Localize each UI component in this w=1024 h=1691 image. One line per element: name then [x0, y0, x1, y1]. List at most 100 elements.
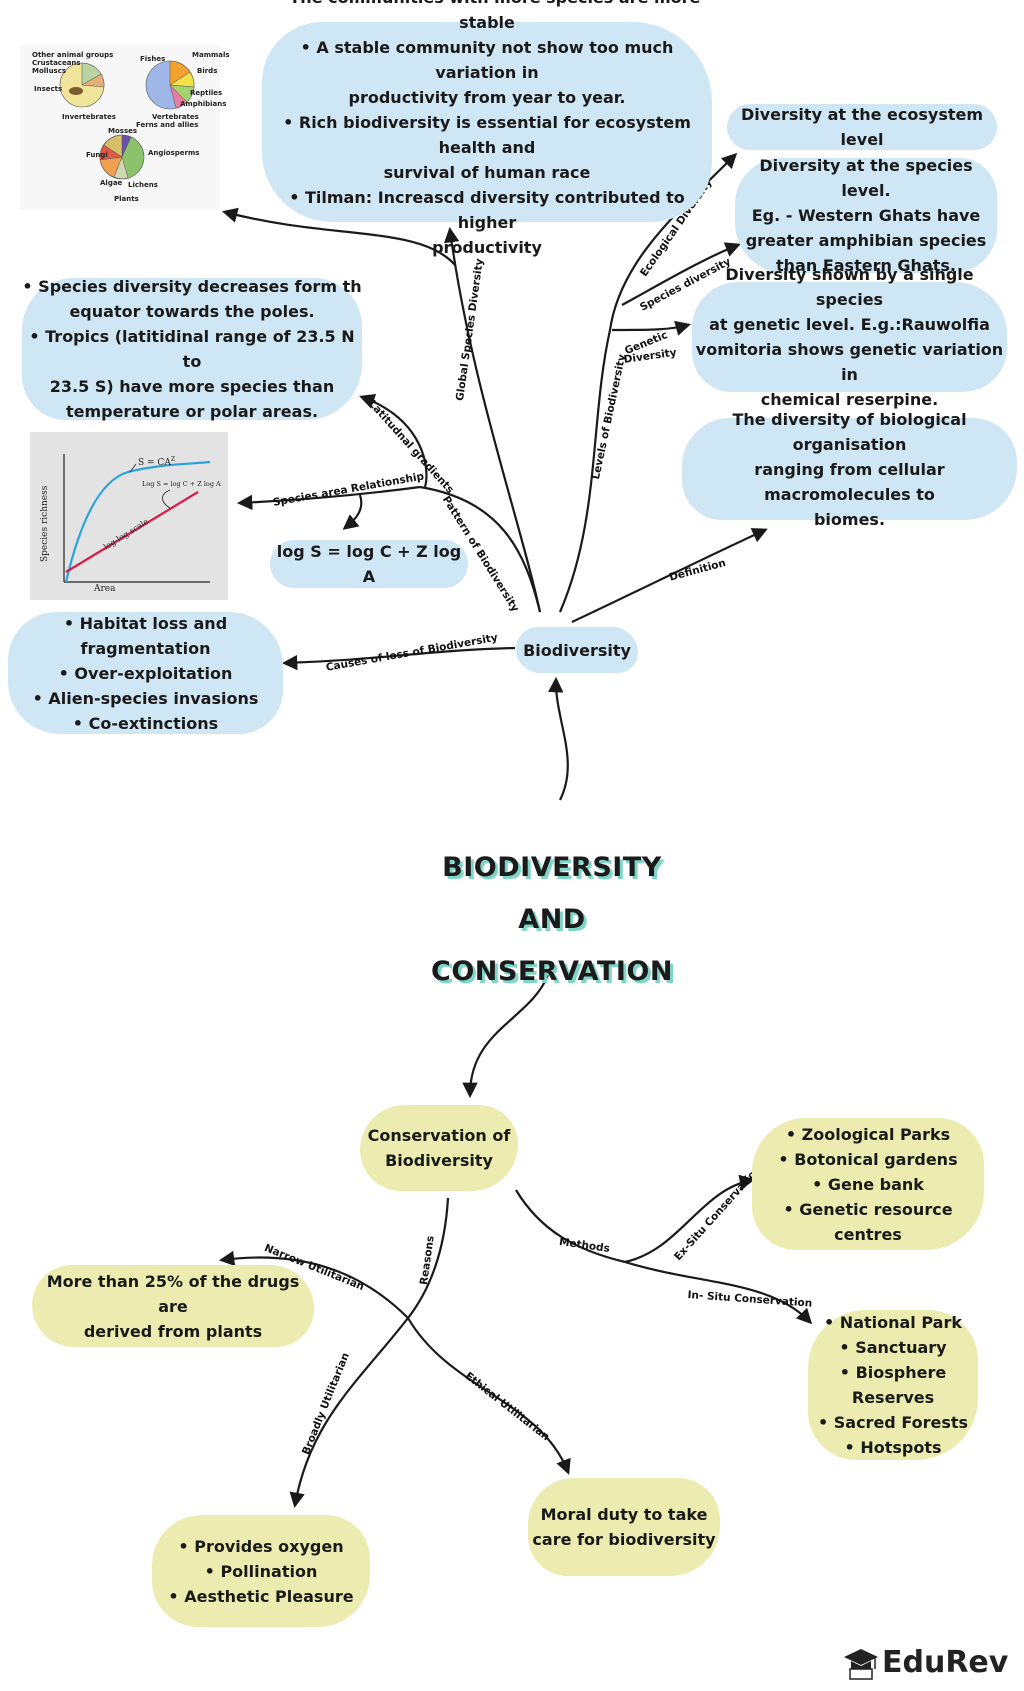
node-narrow-line: More than 25% of the drugs are — [46, 1271, 300, 1316]
branch-causes — [281, 646, 516, 671]
biodiversity-pie-figure: Other animal groups Crustaceans Molluscs… — [20, 45, 230, 210]
branch-definition — [571, 528, 768, 623]
pie-label-plants-3: Fungi — [86, 151, 108, 159]
edurev-logo-text: EduRev — [882, 1645, 1009, 1680]
pie-label-vertebrates-1: Fishes — [140, 55, 166, 63]
branch-broadly — [289, 1317, 409, 1509]
node-narrow-utilitarian: More than 25% of the drugs are derived f… — [32, 1265, 314, 1347]
node-global-diversity: • The communities with more species are … — [262, 0, 712, 257]
title-line-2: AND — [518, 904, 586, 935]
node-broadly-line: • Aesthetic Pleasure — [168, 1586, 354, 1606]
node-broadly-line: • Provides oxygen — [178, 1536, 344, 1556]
pie-label-plants-4: Angiosperms — [148, 149, 200, 157]
node-formula-line: log S = log C + Z log A — [276, 542, 462, 586]
species-area-plot — [63, 454, 211, 583]
curve-pointer — [129, 463, 137, 473]
node-definition-line: The diversity of biological organisation — [732, 409, 967, 454]
node-latitudinal-line: temperature or polar areas. — [65, 402, 319, 421]
graph-line-label: Log S = log C + Z log A — [142, 480, 221, 488]
arrow-title-to-biodiversity — [548, 676, 569, 801]
node-genetic-line: chemical reserpine. — [760, 390, 939, 409]
branch-global — [443, 226, 542, 613]
pie-label-plants-5: Algae — [100, 179, 123, 187]
branch-levels — [558, 329, 612, 613]
pie-label-vertebrates-4: Reptiles — [190, 89, 223, 97]
branch-reasons — [407, 1197, 450, 1319]
branch-genetic — [611, 320, 691, 336]
node-insitu-line: • Sacred Forests — [817, 1413, 969, 1432]
branch-ethical — [407, 1317, 571, 1475]
node-ethical-line: care for biodiversity — [532, 1530, 716, 1549]
node-narrow-line: derived from plants — [83, 1321, 263, 1341]
pie-label-plants-1: Mosses — [108, 127, 138, 135]
node-causes-line: • Habitat loss and fragmentation — [63, 613, 228, 658]
node-genetic-diversity: Diversity shown by a single species at g… — [692, 265, 1007, 409]
pie-label-invertebrates-4: Insects — [34, 85, 63, 93]
pie-label-vertebrates-3: Birds — [197, 67, 218, 75]
node-latitudinal: • Species diversity decreases form th eq… — [22, 277, 362, 421]
branch-methods — [515, 1189, 626, 1264]
node-ethical-line: Moral duty to take — [540, 1505, 708, 1524]
power-curve — [64, 460, 211, 583]
pie-caption-invertebrates: Invertebrates — [62, 113, 116, 121]
node-ecosystem-diversity: Diversity at the ecosystem level — [727, 104, 997, 150]
pie-label-plants-6: Lichens — [128, 181, 158, 189]
node-global-line: • Tilman: Increascd diversity contribute… — [289, 187, 685, 232]
log-log-line — [65, 491, 199, 573]
edurev-logo[interactable]: EduRev — [842, 1645, 1017, 1687]
node-species-line: Diversity at the species level. — [759, 156, 973, 200]
node-conservation: Conservation of Biodiversity — [360, 1105, 518, 1191]
node-ecosystem-line: Diversity at the ecosystem level — [740, 105, 984, 149]
node-latitudinal-line: equator towards the poles. — [69, 302, 315, 321]
node-species-diversity: Diversity at the species level. Eg. - We… — [735, 156, 997, 275]
branch-species-div — [621, 242, 741, 306]
node-genetic-line: at genetic level. E.g.:Rauwolfia — [709, 315, 990, 334]
node-insitu-line: • Biosphere Reserves — [839, 1363, 947, 1407]
pie-label-invertebrates-2: Crustaceans — [32, 59, 81, 67]
node-latitudinal-line: • Tropics (latitidinal range of 23.5 N t… — [29, 327, 355, 371]
node-causes: • Habitat loss and fragmentation • Over-… — [8, 612, 283, 734]
node-biodiversity-label: Biodiversity — [523, 640, 631, 660]
line-pointer — [162, 489, 171, 509]
node-causes-line: • Co-extinctions — [72, 713, 219, 733]
node-global-line: productivity — [432, 237, 542, 257]
node-broadly-utilitarian: • Provides oxygen • Pollination • Aesthe… — [152, 1515, 370, 1627]
title-line-3: CONSERVATION — [431, 956, 673, 987]
pie-label-invertebrates-3: Molluscs — [32, 67, 67, 75]
node-causes-line: • Over-exploitation — [58, 663, 233, 683]
node-insitu-line: • Sanctuary — [839, 1338, 947, 1357]
graph-ylabel: Species richness — [40, 485, 50, 562]
pie-label-vertebrates-2: Mammals — [192, 51, 230, 59]
node-global-line: • A stable community not show too much v… — [300, 37, 674, 82]
species-area-graph: Species richness Area S = CAZ Log S = lo… — [30, 432, 228, 600]
arrow-title-to-conservation — [462, 974, 550, 1099]
node-conservation-line: Biodiversity — [385, 1151, 493, 1170]
node-genetic-line: Diversity shown by a single species — [725, 265, 974, 309]
node-insitu-line: • Hotspots — [844, 1438, 942, 1457]
pie-charts — [59, 60, 195, 180]
node-exsitu-line: • Zoological Parks — [785, 1124, 951, 1144]
node-definition-line: biomes. — [813, 509, 886, 529]
branch-formula — [342, 494, 363, 530]
node-definition: The diversity of biological organisation… — [682, 410, 1017, 529]
branch-species-area — [236, 485, 421, 511]
node-ethical-utilitarian: Moral duty to take care for biodiversity — [528, 1478, 720, 1576]
node-latitudinal-line: • Species diversity decreases form th — [22, 277, 362, 296]
branch-insitu — [624, 1260, 813, 1325]
node-formula: log S = log C + Z log A — [270, 540, 468, 588]
graph-curve-label-text: S = CA — [138, 458, 171, 468]
node-global-line: productivity from year to year. — [348, 87, 626, 107]
branch-global-left — [222, 207, 456, 266]
node-exsitu-line: • Genetic resource centres — [783, 1199, 953, 1244]
branch-ecological — [608, 152, 738, 331]
branch-latitudinal — [359, 394, 428, 488]
branch-pattern — [419, 485, 542, 613]
node-causes-line: • Alien-species invasions — [32, 688, 259, 708]
graph-curve-label: S = CAZ — [138, 456, 175, 468]
node-definition-line: ranging from cellular macromolecules to — [754, 459, 945, 504]
node-insitu-line: • National Park — [824, 1313, 962, 1332]
pie-label-vertebrates-5: Amphibians — [180, 100, 227, 108]
graduation-cap-icon — [844, 1649, 878, 1680]
node-global-line: survival of human race — [383, 162, 591, 182]
